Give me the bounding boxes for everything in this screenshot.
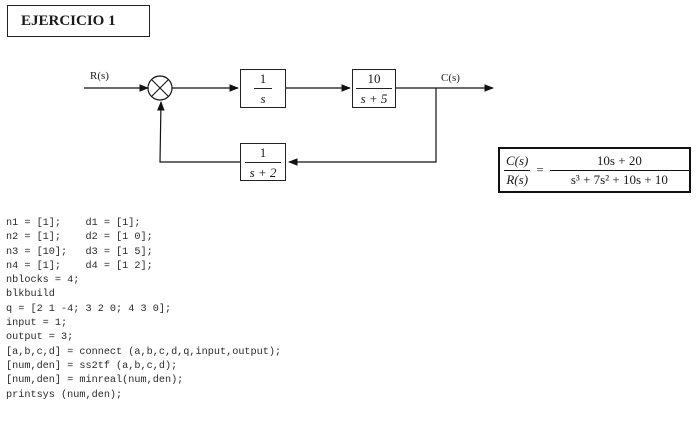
tf-lhs-numerator: C(s) bbox=[506, 152, 529, 168]
tf-lhs-denominator: R(s) bbox=[506, 171, 529, 187]
block-diagram bbox=[84, 75, 494, 166]
block-feedback-numerator: 1 bbox=[259, 144, 267, 160]
code-line: n2 = [1]; d2 = [1 0]; bbox=[6, 232, 153, 244]
block-integrator-denominator: s bbox=[260, 91, 266, 106]
matlab-code: n1 = [1]; d1 = [1]; n2 = [1]; d2 = [1 0]… bbox=[6, 217, 281, 403]
output-label: C(s) bbox=[441, 72, 460, 84]
block-integrator: 1 s bbox=[240, 69, 286, 108]
code-line: n4 = [1]; d4 = [1 2]; bbox=[6, 260, 153, 272]
block-plant: 10 s + 5 bbox=[352, 69, 396, 108]
code-line: [a,b,c,d] = connect (a,b,c,d,q,input,out… bbox=[6, 346, 282, 358]
code-line: q = [2 1 -4; 3 2 0; 4 3 0]; bbox=[6, 303, 172, 315]
tf-rhs-denominator: s³ + 7s² + 10s + 10 bbox=[570, 171, 668, 187]
block-plant-denominator: s + 5 bbox=[360, 91, 388, 106]
code-line: nblocks = 4; bbox=[6, 275, 80, 287]
code-line: n1 = [1]; d1 = [1]; bbox=[6, 218, 141, 229]
code-line: [num,den] = minreal(num,den); bbox=[6, 375, 184, 387]
tf-equals: = bbox=[536, 162, 544, 177]
summing-junction bbox=[147, 75, 173, 101]
exercise-title: EJERCICIO 1 bbox=[7, 5, 150, 37]
feedback-line-right bbox=[288, 88, 437, 166]
feedback-line-left bbox=[157, 101, 240, 163]
input-label: R(s) bbox=[90, 70, 109, 82]
code-line: [num,den] = ss2tf (a,b,c,d); bbox=[6, 360, 178, 372]
block-plant-numerator: 10 bbox=[367, 71, 381, 86]
closed-loop-transfer-function: C(s) R(s) = 10s + 20 s³ + 7s² + 10s + 10 bbox=[498, 147, 691, 193]
code-line: blkbuild bbox=[6, 289, 55, 301]
code-line: n3 = [10]; d3 = [1 5]; bbox=[6, 246, 153, 258]
block-integrator-numerator: 1 bbox=[259, 71, 267, 86]
block-feedback-denominator: s + 2 bbox=[249, 164, 277, 180]
block-feedback: 1 s + 2 bbox=[240, 143, 286, 181]
code-line: input = 1; bbox=[6, 318, 68, 330]
tf-rhs-numerator: 10s + 20 bbox=[596, 152, 642, 168]
code-line: output = 3; bbox=[6, 332, 74, 344]
code-line: printsys (num,den); bbox=[6, 389, 123, 401]
